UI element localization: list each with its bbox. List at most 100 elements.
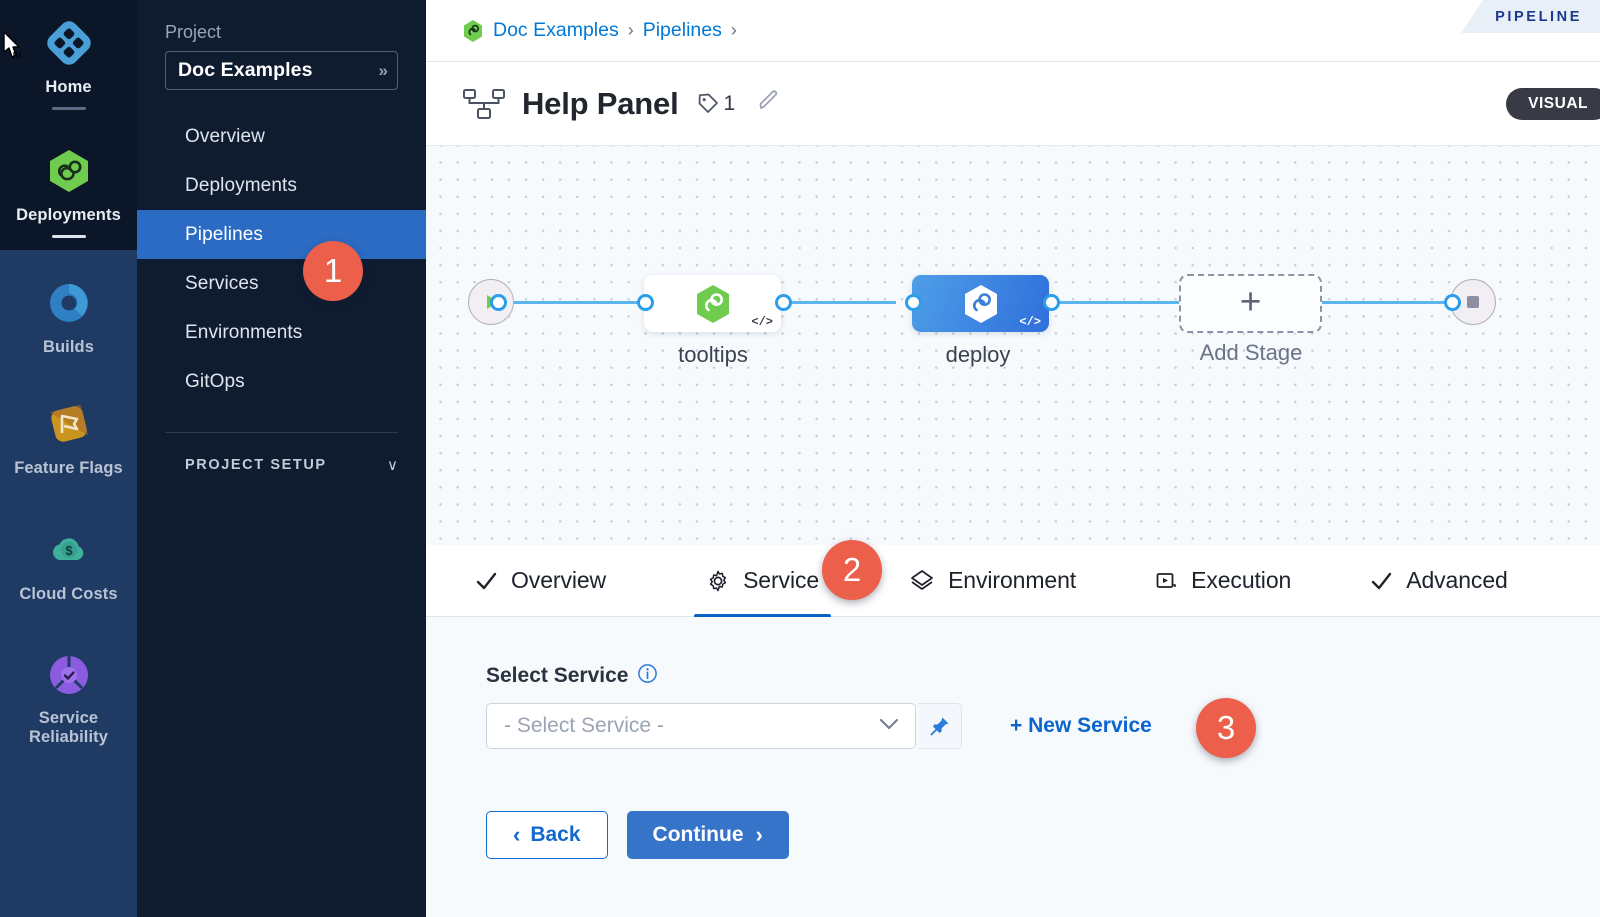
sidebar-item-deployments[interactable]: Deployments [137,161,426,210]
breadcrumb-link-pipelines[interactable]: Pipelines [642,19,722,41]
port-tooltips-out[interactable] [775,294,792,311]
project-section-label: Project [165,22,222,42]
pencil-icon[interactable] [755,88,781,119]
sidebar-item-pipelines[interactable]: Pipelines [137,210,426,259]
breadcrumb: Doc Examples › Pipelines › PIPELINE [426,0,1600,62]
sidebar-divider [165,432,398,433]
rail-item-feature-flags[interactable]: Feature Flags [0,369,137,491]
stage-code-badge: </> [751,315,773,329]
tab-service[interactable]: Service [694,545,832,618]
add-stage-button[interactable]: + [1179,274,1322,333]
rail-item-deployments[interactable]: Deployments [0,122,137,251]
harness-hexagon-green-icon [696,284,729,323]
tab-label: Service [743,567,820,593]
rail-active-underline [51,107,86,111]
tag-icon [698,93,718,113]
tab-label: Execution [1191,567,1292,593]
play-box-icon [1154,569,1178,593]
pin-icon [930,717,948,736]
plus-icon: + [1239,281,1262,322]
breadcrumb-separator: › [730,20,737,40]
sidebar-item-label: Environments [185,321,303,343]
continue-button[interactable]: Continue › [626,811,789,859]
rail-item-service-reliability[interactable]: Service Reliability [0,615,137,761]
new-service-link[interactable]: + New Service [1010,714,1152,737]
rail-item-home[interactable]: Home [0,0,137,123]
cloud-costs-icon: $ [52,537,83,560]
tab-advanced[interactable]: Advanced [1369,545,1508,617]
rail-item-cloud-costs[interactable]: $ Cloud Costs [0,490,137,616]
sidebar-item-gitops[interactable]: GitOps [137,357,426,406]
sidebar-item-overview[interactable]: Overview [137,112,426,161]
pipeline-ribbon-label: PIPELINE [1461,0,1600,33]
rail-item-builds[interactable]: Builds [0,250,137,370]
continue-button-label: Continue [652,823,744,846]
callout-badge-2: 2 [822,540,882,600]
back-button[interactable]: ‹ Back [486,811,608,859]
tab-label: Advanced [1406,567,1508,593]
tab-label: Overview [511,567,607,593]
sidebar-item-label: Pipelines [185,223,264,245]
rail-filler [0,760,137,917]
sidebar-item-services[interactable]: Services [137,259,426,308]
rail-item-label: Feature Flags [14,459,123,478]
check-icon [474,569,498,593]
pipeline-canvas[interactable]: </> tooltips </> deploy + Add Stage [426,146,1600,545]
check-icon [1369,569,1393,593]
pin-button[interactable] [918,703,962,749]
port-tooltips-in[interactable] [637,294,654,311]
builds-circle-icon [49,284,88,323]
project-setup-label: PROJECT SETUP [185,457,327,473]
tab-environment[interactable]: Environment [909,545,1076,617]
sidebar-item-environments[interactable]: Environments [137,308,426,357]
rail-item-label: Builds [42,338,95,357]
chevron-left-icon: ‹ [513,822,521,847]
sidebar-item-label: GitOps [185,370,245,392]
rail-active-underline [51,235,86,239]
port-end[interactable] [1444,294,1461,311]
select-service-dropdown[interactable]: - Select Service - [486,703,916,749]
page-title: Help Panel [522,85,679,121]
tab-execution[interactable]: Execution [1154,545,1291,617]
project-setup-toggle[interactable]: PROJECT SETUP ∨ [137,456,426,474]
callout-badge-3: 3 [1196,698,1256,758]
breadcrumb-link-project[interactable]: Doc Examples [493,19,619,41]
chevron-down-icon [878,715,900,737]
project-selector[interactable]: Doc Examples » [165,51,398,90]
rail-item-label: Deployments [16,206,121,225]
mouse-cursor-icon [3,31,21,59]
wire-add-to-end [1321,301,1461,304]
tab-overview[interactable]: Overview [474,545,606,617]
tag-badge[interactable]: 1 [695,91,736,117]
sidebar-item-label: Deployments [185,174,297,196]
gear-icon [706,569,730,593]
stage-node-tooltips[interactable]: </> [644,275,781,332]
breadcrumb-separator: › [627,20,634,40]
info-icon[interactable] [637,663,658,689]
harness-hexagon-white-icon [964,284,997,323]
select-service-value: - Select Service - [504,714,664,737]
stop-icon [1467,296,1479,308]
stage-tabs: Overview Service [426,545,1600,618]
tag-count: 1 [723,91,736,115]
visual-mode-badge[interactable]: VISUAL [1506,87,1600,120]
stage-code-badge: </> [1019,315,1041,329]
page-header: Help Panel 1 VISUAL [426,62,1600,146]
port-start[interactable] [490,294,507,311]
port-deploy-out[interactable] [1043,294,1060,311]
project-sidebar: Project Doc Examples » Overview Deployme… [137,0,426,917]
wire-start-to-tooltips [498,301,663,304]
tab-active-indicator [694,613,832,618]
main-content: Doc Examples › Pipelines › PIPELINE Help… [426,0,1600,917]
back-button-label: Back [530,823,581,846]
project-nav-list: Overview Deployments Pipelines Services … [137,112,426,406]
stage-node-deploy[interactable]: </> [912,275,1049,332]
deployments-hexagon-icon [49,150,88,193]
select-service-label: Select Service [486,664,629,687]
layers-icon [909,568,935,594]
port-deploy-in[interactable] [905,294,922,311]
feature-flags-icon [49,404,88,443]
sidebar-item-label: Overview [185,125,265,147]
stage-label-tooltips: tooltips [678,342,748,367]
